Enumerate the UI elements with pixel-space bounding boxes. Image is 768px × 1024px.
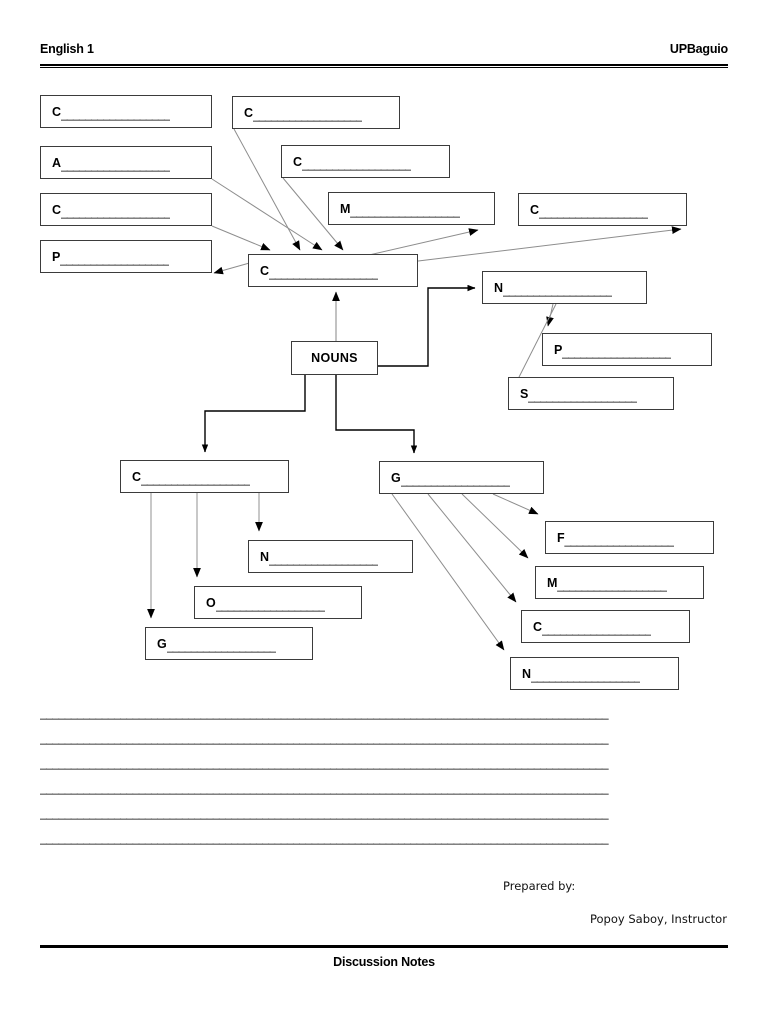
- node-letter: C: [530, 202, 539, 217]
- node-letter: C: [260, 263, 269, 278]
- diagram-node-top-left-2[interactable]: A__________________: [40, 146, 212, 179]
- node-letter: C: [52, 202, 61, 217]
- diagram-node-right-g[interactable]: G__________________: [379, 461, 544, 494]
- writing-line[interactable]: ________________________________________…: [40, 756, 609, 770]
- node-answer-blank[interactable]: __________________: [60, 204, 171, 219]
- node-letter: C: [293, 154, 302, 169]
- writing-line[interactable]: ________________________________________…: [40, 831, 609, 845]
- header-course-title: English 1: [40, 42, 94, 56]
- node-letter: C: [533, 619, 542, 634]
- node-answer-blank[interactable]: __________________: [268, 265, 379, 280]
- diagram-node-top-mid-1[interactable]: C__________________: [232, 96, 400, 129]
- node-letter: N: [494, 280, 503, 295]
- node-answer-blank[interactable]: __________________: [528, 388, 638, 403]
- node-answer-blank[interactable]: __________________: [140, 471, 251, 486]
- node-answer-blank[interactable]: __________________: [530, 668, 641, 683]
- node-answer-blank[interactable]: __________________: [538, 204, 649, 219]
- writing-lines: ________________________________________…: [40, 706, 728, 856]
- node-answer-blank[interactable]: __________________: [60, 251, 170, 266]
- diagram-node-right-n2[interactable]: N__________________: [510, 657, 679, 690]
- diagram-node-top-mid-2[interactable]: C__________________: [281, 145, 450, 178]
- diagram-node-left-o[interactable]: O__________________: [194, 586, 362, 619]
- node-answer-blank[interactable]: __________________: [557, 577, 667, 592]
- node-answer-blank[interactable]: __________________: [564, 532, 674, 547]
- diagram-node-left-g[interactable]: G__________________: [145, 627, 313, 660]
- prepared-by-label: Prepared by:: [503, 879, 576, 893]
- node-answer-blank[interactable]: __________________: [301, 156, 412, 171]
- page-header: English 1 UPBaguio: [40, 42, 728, 66]
- node-answer-blank[interactable]: __________________: [268, 551, 379, 566]
- node-answer-blank[interactable]: __________________: [541, 621, 652, 636]
- diagram-node-core[interactable]: C__________________: [248, 254, 418, 287]
- diagram-node-top-left-1[interactable]: C__________________: [40, 95, 212, 128]
- header-divider: [40, 64, 728, 68]
- diagram-node-right-f[interactable]: F__________________: [545, 521, 714, 554]
- footer-title: Discussion Notes: [333, 955, 435, 969]
- node-answer-blank[interactable]: __________________: [502, 282, 613, 297]
- node-answer-blank[interactable]: __________________: [215, 597, 325, 612]
- node-answer-blank[interactable]: __________________: [60, 157, 171, 172]
- header-institution: UPBaguio: [669, 42, 728, 56]
- writing-line[interactable]: ________________________________________…: [40, 806, 609, 820]
- node-letter: C: [132, 469, 141, 484]
- diagram-node-top-mid-3[interactable]: M__________________: [328, 192, 495, 225]
- node-answer-blank[interactable]: __________________: [166, 638, 276, 653]
- node-answer-blank[interactable]: __________________: [400, 472, 510, 487]
- node-answer-blank[interactable]: __________________: [60, 106, 171, 121]
- node-letter: F: [557, 530, 565, 545]
- footer-divider: [40, 945, 728, 948]
- node-letter: G: [157, 636, 167, 651]
- node-letter: N: [522, 666, 531, 681]
- diagram-node-right-m[interactable]: M__________________: [535, 566, 704, 599]
- node-letter: NOUNS: [311, 351, 358, 365]
- node-letter: C: [244, 105, 253, 120]
- diagram-node-left-n[interactable]: N__________________: [248, 540, 413, 573]
- writing-line[interactable]: ________________________________________…: [40, 706, 609, 720]
- node-answer-blank[interactable]: __________________: [350, 203, 460, 218]
- diagram-node-left-c[interactable]: C__________________: [120, 460, 289, 493]
- diagram-node-right-s[interactable]: S__________________: [508, 377, 674, 410]
- diagram-node-top-left-4[interactable]: P__________________: [40, 240, 212, 273]
- writing-line[interactable]: ________________________________________…: [40, 781, 609, 795]
- node-letter: C: [52, 104, 61, 119]
- node-letter: P: [52, 249, 61, 264]
- node-letter: N: [260, 549, 269, 564]
- diagram-node-right-p[interactable]: P__________________: [542, 333, 712, 366]
- node-letter: G: [391, 470, 401, 485]
- node-letter: O: [206, 595, 216, 610]
- diagram-node-right-n[interactable]: N__________________: [482, 271, 647, 304]
- node-answer-blank[interactable]: __________________: [252, 107, 363, 122]
- node-answer-blank[interactable]: __________________: [562, 344, 672, 359]
- diagram-node-top-right[interactable]: C__________________: [518, 193, 687, 226]
- writing-line[interactable]: ________________________________________…: [40, 731, 609, 745]
- diagram-node-right-c[interactable]: C__________________: [521, 610, 690, 643]
- node-letter: A: [52, 155, 61, 170]
- node-letter: P: [554, 342, 563, 357]
- diagram-node-nouns[interactable]: NOUNS: [291, 341, 378, 375]
- node-letter: M: [547, 575, 558, 590]
- instructor-name: Popoy Saboy, Instructor: [590, 912, 727, 926]
- node-letter: M: [340, 201, 351, 216]
- node-letter: S: [520, 386, 529, 401]
- diagram-node-top-left-3[interactable]: C__________________: [40, 193, 212, 226]
